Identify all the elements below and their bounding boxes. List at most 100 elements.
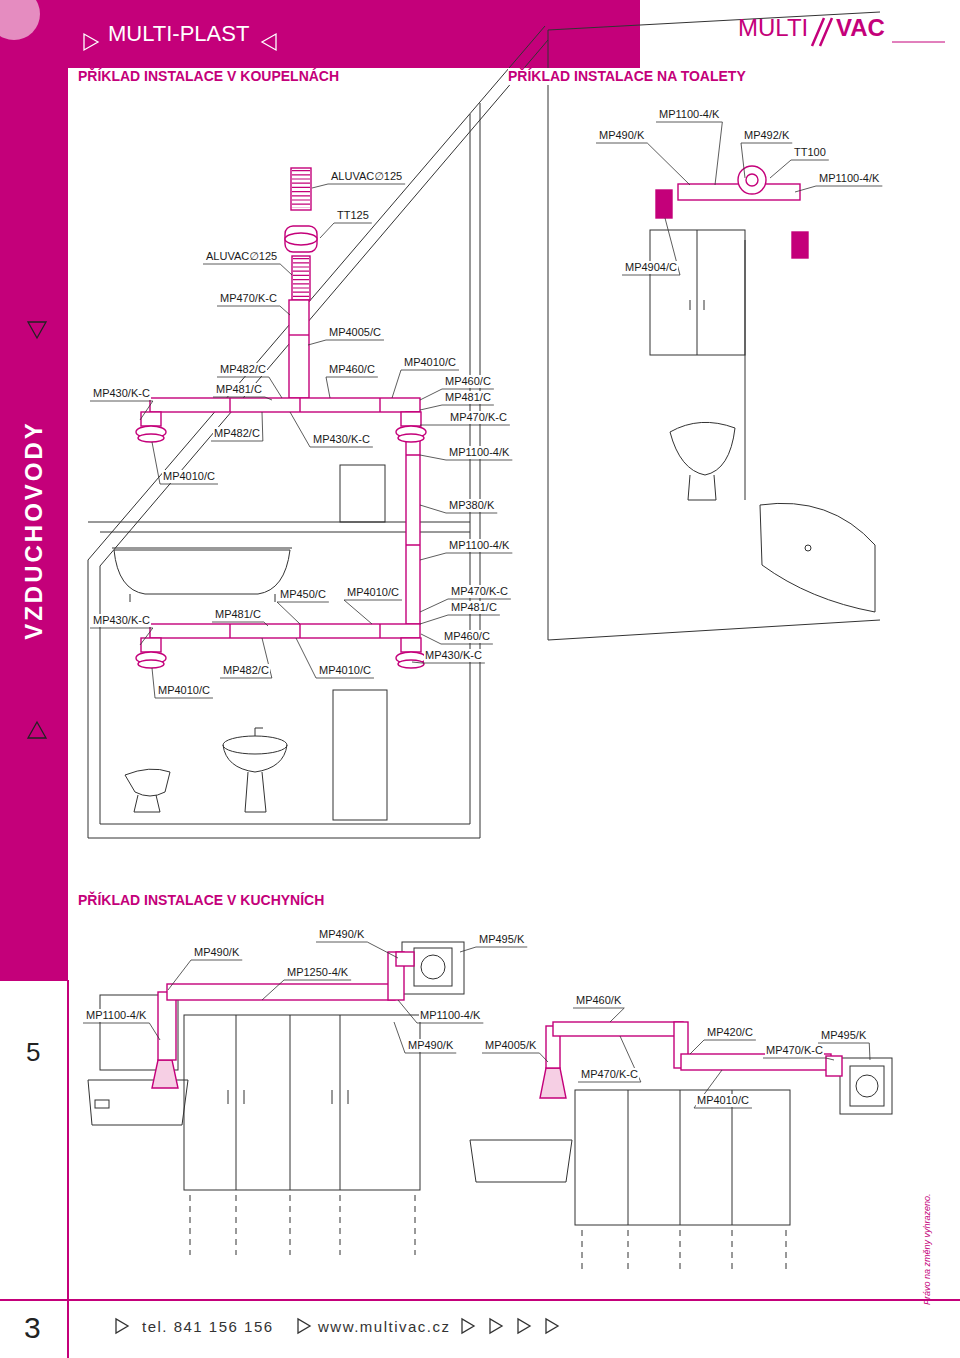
section-heading: PŘÍKLAD INSTALACE V KOUPELNÁCH — [78, 68, 339, 85]
leader-line — [308, 340, 326, 345]
part-label: MP1100-4/K — [448, 539, 510, 552]
toilet-duct — [738, 166, 766, 194]
leader-line — [816, 186, 882, 187]
kitchen-duct — [826, 1056, 842, 1076]
part-label: MP481/C — [214, 608, 262, 621]
band-text: MULTI-PLAST — [108, 22, 249, 46]
leader-line — [326, 340, 384, 341]
toilet-room — [548, 12, 880, 640]
part-label: MP495/K — [820, 1029, 867, 1042]
part-label: MP460/C — [443, 630, 491, 643]
leader-line — [155, 698, 213, 699]
color-band — [0, 0, 40, 40]
kitchen — [95, 1100, 109, 1108]
leader-line — [398, 1000, 417, 1023]
triangle-symbol — [462, 1319, 474, 1333]
leader-line — [213, 397, 265, 398]
toilet-duct — [656, 166, 808, 258]
part-label: MP380/K — [448, 499, 495, 512]
color-band — [0, 980, 960, 1358]
leader-line — [90, 401, 153, 402]
part-label: MP4010/C — [318, 664, 372, 677]
leader-line — [446, 513, 497, 514]
leader-line — [448, 599, 511, 600]
part-label: MP420/C — [706, 1026, 754, 1039]
leader-line — [217, 306, 280, 307]
part-label: MP460/K — [575, 994, 622, 1007]
leader-line — [795, 186, 816, 192]
bathroom-room — [88, 26, 548, 838]
kitchen — [575, 1090, 790, 1225]
bathroom-room — [112, 548, 292, 602]
leader-line — [277, 602, 300, 624]
leader-line — [420, 505, 446, 513]
bathroom-room — [125, 769, 170, 812]
part-label: MP470/K-C — [450, 585, 509, 598]
duct-system — [150, 624, 420, 638]
band-text: VZDUCHOVODY — [21, 420, 47, 640]
toilet-duct — [792, 232, 808, 258]
footer-text: www.multivac.cz — [318, 1318, 451, 1336]
leader-line — [596, 143, 647, 144]
leader-line — [296, 638, 316, 678]
duct-system — [138, 434, 164, 442]
leader-line — [417, 1023, 483, 1024]
leader-line — [152, 442, 160, 484]
leader-line — [264, 622, 268, 626]
leader-line — [770, 160, 791, 178]
section-heading: PŘÍKLAD INSTALACE V KUCHYNÍCH — [78, 892, 324, 909]
leader-line — [420, 553, 446, 560]
part-label: MP1100-4/K — [419, 1009, 481, 1022]
part-label: MP4010/C — [403, 356, 457, 369]
logo-text: VAC — [836, 14, 885, 42]
leader-line — [420, 455, 446, 460]
triangle-symbol — [116, 1319, 128, 1333]
part-label: MP1250-4/K — [286, 966, 349, 979]
part-label: MP470/K-C — [765, 1044, 824, 1057]
kitchen-duct — [152, 1060, 178, 1088]
part-label: MP490/K — [598, 129, 645, 142]
leader-line — [262, 980, 284, 1000]
leader-line — [140, 628, 153, 645]
leader-line — [448, 615, 500, 616]
kitchen — [402, 942, 464, 994]
part-label: MP430/K-C — [424, 649, 483, 662]
leader-line — [420, 615, 448, 624]
leader-line — [421, 634, 441, 644]
kitchen — [190, 1195, 786, 1270]
leader-line — [826, 1058, 834, 1060]
band-text: 3 — [24, 1312, 41, 1344]
part-label: MP490/K — [318, 928, 365, 941]
leader-line — [610, 1008, 624, 1022]
leader-line — [442, 405, 494, 406]
footer-text: tel. 841 156 156 — [142, 1318, 274, 1336]
kitchen-duct — [553, 1022, 683, 1036]
side-note: Právo na změny vyhrazeno. — [922, 1193, 933, 1305]
part-label: MP492/K — [743, 129, 790, 142]
toilet-room — [670, 422, 735, 500]
logo-text: MULTI — [738, 14, 808, 42]
leader-line — [690, 1040, 704, 1054]
part-label: MP4904/C — [624, 261, 678, 274]
leader-line — [277, 602, 329, 603]
part-label: MP482/C — [219, 363, 267, 376]
bathroom-room — [88, 26, 548, 838]
leader-line — [160, 484, 218, 485]
leader-line — [446, 553, 512, 554]
toilet-room — [805, 545, 811, 551]
duct-system — [293, 258, 309, 298]
leader-line — [791, 160, 829, 161]
leader-line — [741, 143, 792, 144]
part-label: MP470/K-C — [580, 1068, 639, 1081]
triangle-symbol — [28, 322, 46, 338]
color-band — [0, 68, 68, 980]
toilet-room — [548, 12, 880, 640]
duct-system — [291, 168, 311, 210]
triangle-symbol — [490, 1319, 502, 1333]
leader-line — [460, 947, 476, 952]
triangle-symbol — [518, 1319, 530, 1333]
leader-line — [280, 306, 290, 315]
duct-system — [398, 434, 424, 442]
